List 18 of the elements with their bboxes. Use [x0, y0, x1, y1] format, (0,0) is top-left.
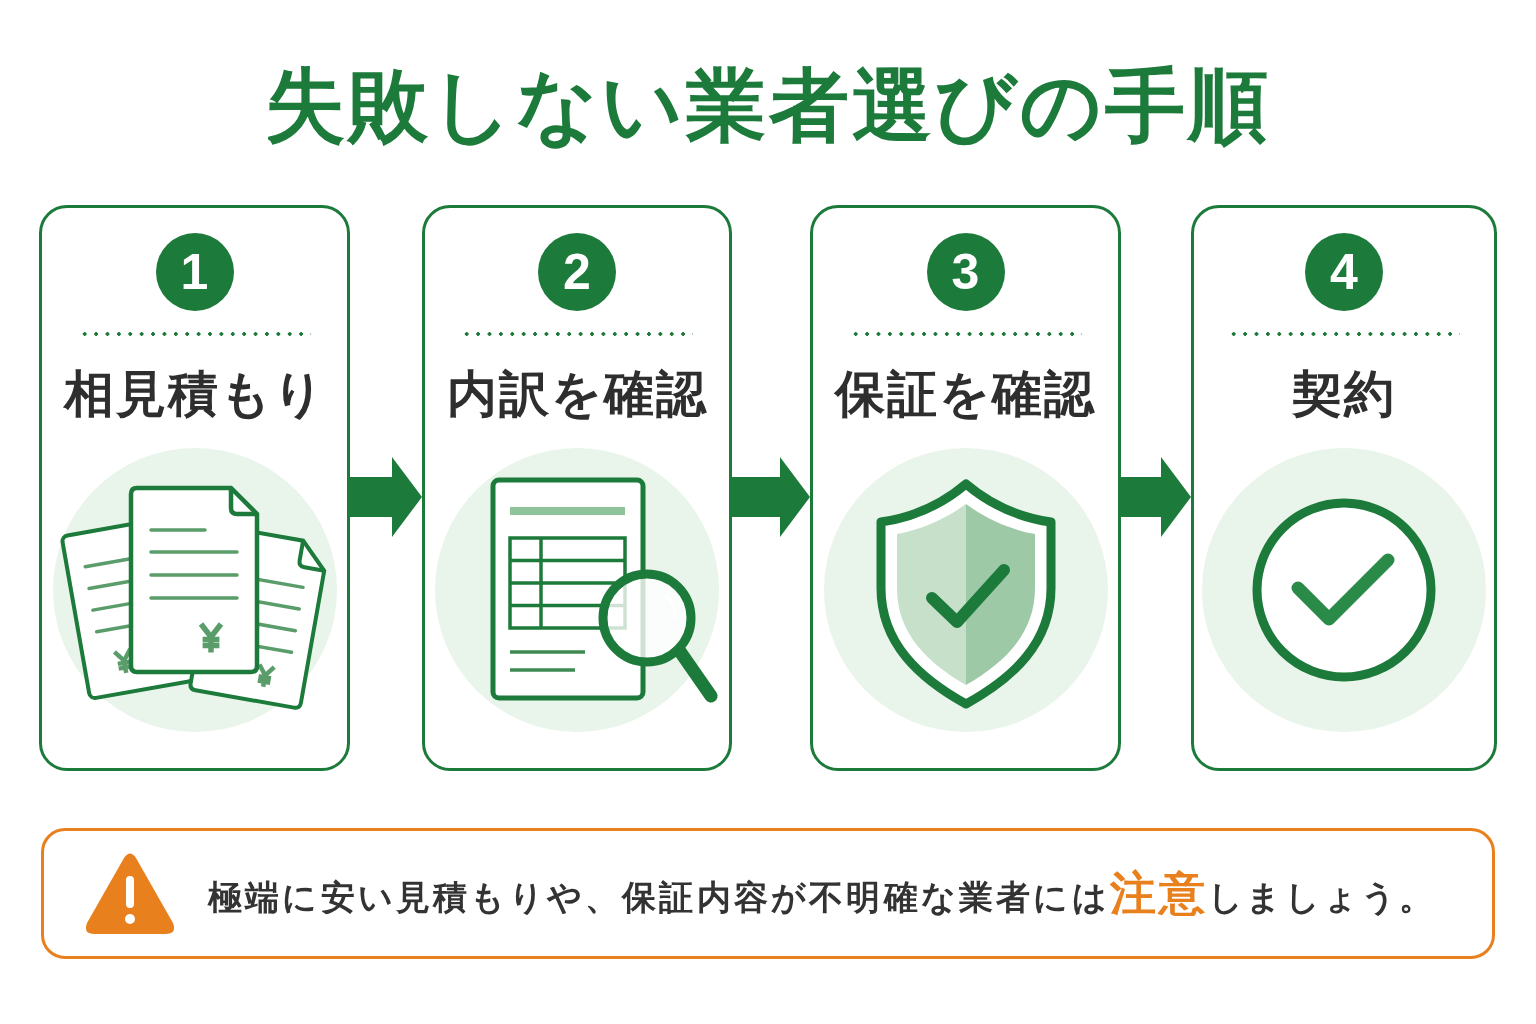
step-card	[422, 205, 732, 771]
step-number: 1	[155, 233, 234, 311]
block-arrow	[732, 457, 810, 537]
step-number: 4	[1305, 233, 1383, 311]
block-arrow	[1121, 457, 1191, 537]
step-title: 相見積もり	[63, 364, 326, 424]
step-card	[39, 205, 350, 771]
step-number: 3	[926, 233, 1005, 311]
step-card	[1191, 205, 1497, 771]
step-title: 保証を確認	[835, 364, 1096, 424]
block-arrow	[350, 457, 422, 537]
step-card	[810, 205, 1121, 771]
warning-text: 極端に安い見積もりや、保証内容が不明確な業者には注意しましょう。	[208, 864, 1437, 922]
step-title: 内訳を確認	[446, 364, 708, 424]
warning-box	[41, 828, 1495, 959]
step-number: 2	[538, 233, 616, 311]
diagram-title: 失敗しない業者選びの手順	[265, 64, 1271, 148]
step-title: 契約	[1292, 364, 1396, 424]
